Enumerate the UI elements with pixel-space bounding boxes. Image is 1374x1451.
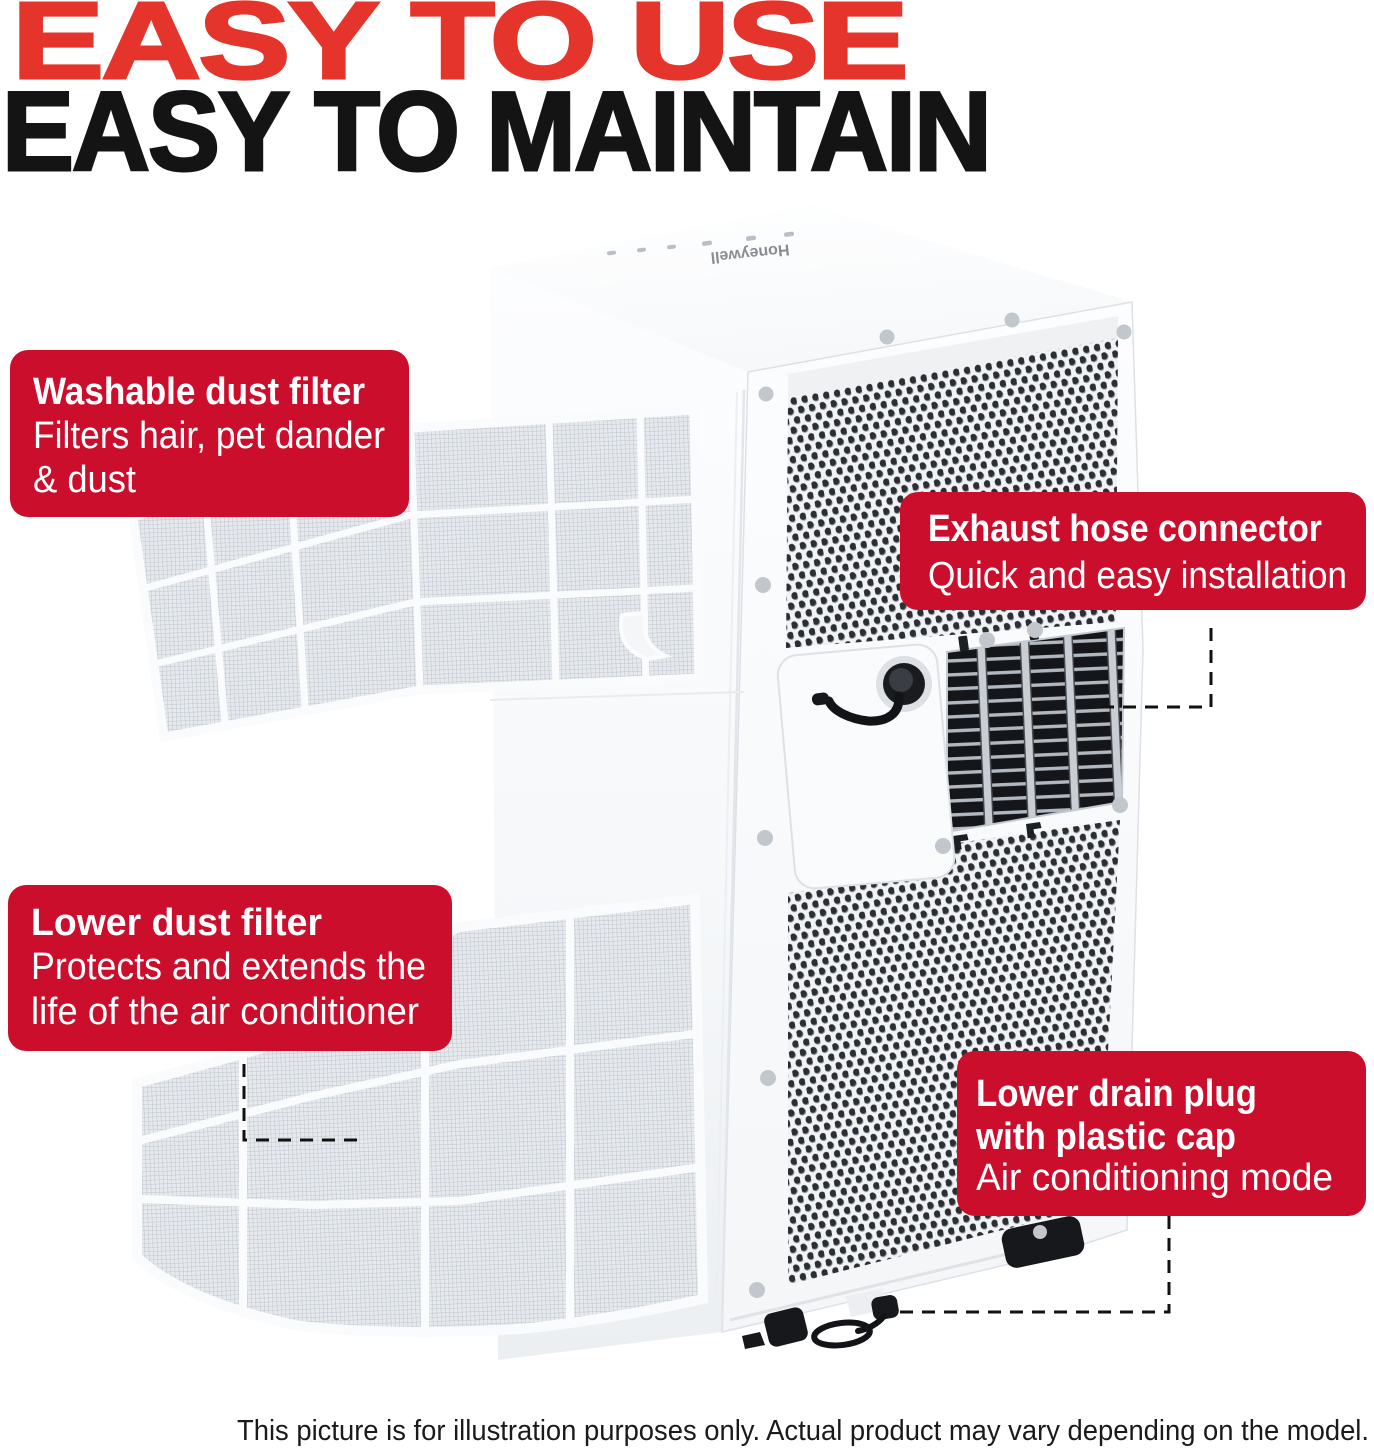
svg-text:Air conditioning mode: Air conditioning mode (976, 1157, 1333, 1199)
svg-text:Washable dust filter: Washable dust filter (33, 371, 365, 413)
svg-text:EASY TO USE: EASY TO USE (12, 0, 906, 102)
svg-text:Lower drain plug: Lower drain plug (976, 1073, 1257, 1115)
svg-text:& dust: & dust (33, 459, 136, 501)
svg-text:Exhaust hose connector: Exhaust hose connector (928, 508, 1322, 550)
svg-text:This picture is for illustrati: This picture is for illustration purpose… (237, 1415, 1369, 1447)
svg-text:life of the air conditioner: life of the air conditioner (31, 991, 419, 1033)
svg-text:with plastic cap: with plastic cap (975, 1116, 1236, 1158)
svg-text:EASY TO MAINTAIN: EASY TO MAINTAIN (2, 69, 990, 194)
svg-text:Quick and easy installation: Quick and easy installation (928, 555, 1347, 597)
svg-text:Filters hair, pet dander: Filters hair, pet dander (33, 415, 385, 457)
svg-text:Lower dust filter: Lower dust filter (31, 902, 322, 944)
svg-text:Protects and extends the: Protects and extends the (31, 946, 426, 988)
